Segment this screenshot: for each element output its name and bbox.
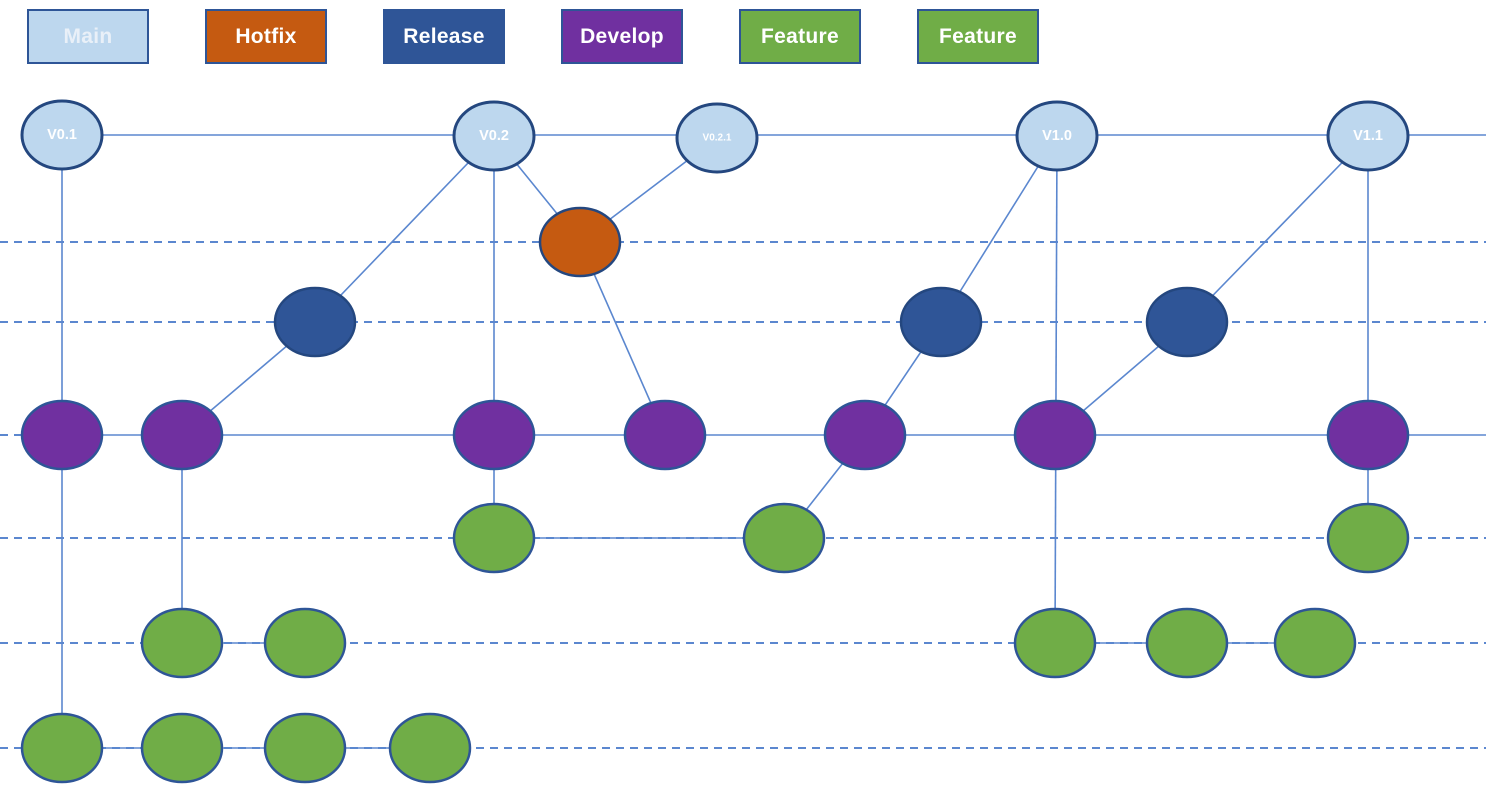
commit-node-feature xyxy=(1273,607,1357,679)
commit-node-feature xyxy=(20,712,104,784)
legend-item-feature-4: Feature xyxy=(739,9,861,64)
commit-node-main-v1.0: V1.0 xyxy=(1015,100,1099,172)
develop-node-circle xyxy=(1013,399,1097,471)
legend-label: Develop xyxy=(580,24,664,48)
feature-node-circle xyxy=(452,502,536,574)
legend-item-release-2: Release xyxy=(383,9,505,64)
commit-node-main-v1.1: V1.1 xyxy=(1326,100,1410,172)
commit-node-feature xyxy=(1326,502,1410,574)
feature-node-circle xyxy=(1273,607,1357,679)
develop-node-circle xyxy=(823,399,907,471)
legend-label: Main xyxy=(63,24,113,48)
connector-line-6 xyxy=(314,135,495,323)
commit-node-hotfix xyxy=(538,206,622,278)
feature-node-circle xyxy=(1326,502,1410,574)
release-node-circle xyxy=(899,286,983,358)
legend-label: Hotfix xyxy=(235,24,297,48)
develop-node-circle xyxy=(452,399,536,471)
feature-node-circle xyxy=(263,712,347,784)
commit-node-release xyxy=(273,286,357,358)
version-label: V0.2.1 xyxy=(703,133,732,144)
connector-line-3 xyxy=(1054,135,1058,644)
develop-node-circle xyxy=(1326,399,1410,471)
feature-node-circle xyxy=(742,502,826,574)
main-node-circle xyxy=(452,100,536,172)
commit-node-release xyxy=(899,286,983,358)
main-node-circle xyxy=(1015,100,1099,172)
commit-node-feature xyxy=(388,712,472,784)
version-label: V0.2 xyxy=(479,128,509,144)
commit-node-develop xyxy=(823,399,907,471)
commit-node-feature xyxy=(263,607,347,679)
commit-node-develop xyxy=(1326,399,1410,471)
version-label: V0.1 xyxy=(47,127,77,143)
release-node-circle xyxy=(1145,286,1229,358)
version-label: V1.0 xyxy=(1042,128,1072,144)
develop-node-circle xyxy=(623,399,707,471)
commit-node-develop xyxy=(623,399,707,471)
commit-node-main-v0.2.1: V0.2.1 xyxy=(675,102,759,174)
commit-node-develop xyxy=(20,399,104,471)
commit-node-feature xyxy=(140,712,224,784)
legend-item-develop-3: Develop xyxy=(561,9,683,64)
feature-node-circle xyxy=(20,712,104,784)
legend-label: Feature xyxy=(939,24,1017,48)
release-node-circle xyxy=(273,286,357,358)
commit-node-feature xyxy=(263,712,347,784)
commit-node-feature xyxy=(742,502,826,574)
feature-node-circle xyxy=(388,712,472,784)
commit-node-feature xyxy=(1145,607,1229,679)
commit-node-develop xyxy=(140,399,224,471)
feature-node-circle xyxy=(140,607,224,679)
main-node-circle xyxy=(20,99,104,171)
legend-item-hotfix-1: Hotfix xyxy=(205,9,327,64)
feature-node-circle xyxy=(1145,607,1229,679)
main-node-circle xyxy=(1326,100,1410,172)
hotfix-node-circle xyxy=(538,206,622,278)
develop-node-circle xyxy=(140,399,224,471)
develop-node-circle xyxy=(20,399,104,471)
commit-node-develop xyxy=(452,399,536,471)
feature-node-circle xyxy=(263,607,347,679)
commit-node-develop xyxy=(1013,399,1097,471)
feature-node-circle xyxy=(1013,607,1097,679)
commit-node-feature xyxy=(1013,607,1097,679)
version-label: V1.1 xyxy=(1353,128,1383,144)
feature-node-circle xyxy=(140,712,224,784)
commit-node-main-v0.2: V0.2 xyxy=(452,100,536,172)
commit-node-main-v0.1: V0.1 xyxy=(20,99,104,171)
legend-item-main-0: Main xyxy=(27,9,149,64)
legend-item-feature-5: Feature xyxy=(917,9,1039,64)
main-node-circle xyxy=(675,102,759,174)
commit-node-feature xyxy=(140,607,224,679)
commit-node-release xyxy=(1145,286,1229,358)
legend: Main Hotfix Release Develop Feature Feature xyxy=(27,9,1039,64)
legend-label: Release xyxy=(403,24,485,48)
connector-line-14 xyxy=(1186,135,1369,323)
commit-node-feature xyxy=(452,502,536,574)
legend-label: Feature xyxy=(761,24,839,48)
